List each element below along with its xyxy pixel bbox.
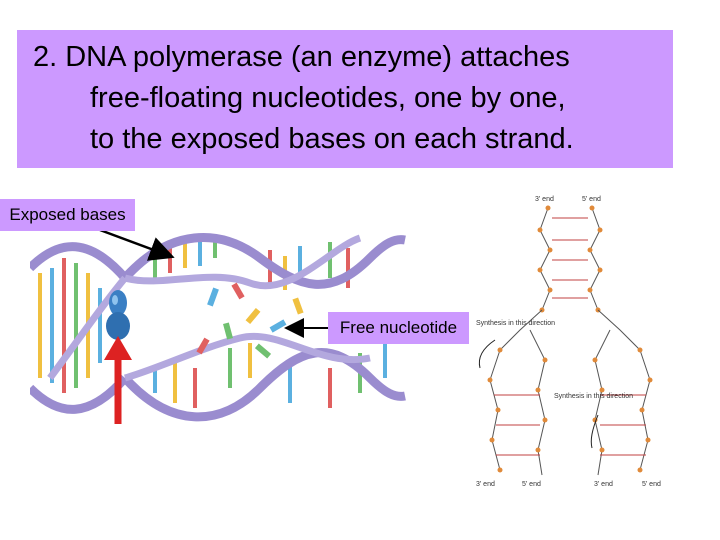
- upper-helix-backbone-b: [124, 234, 362, 290]
- diagram-label-synthesis-right: Synthesis in this direction: [554, 393, 633, 400]
- lower-helix-rungs: [153, 343, 387, 408]
- left-helix-backbone-a: [30, 242, 129, 281]
- exposed-bases-label: Exposed bases: [0, 199, 135, 231]
- diagram-label-bottom-end-1: 3' end: [476, 481, 495, 488]
- dna-replication-illustration: [30, 233, 406, 424]
- title-box: [17, 30, 673, 168]
- left-helix-rungs: [38, 258, 102, 393]
- diagram-label-synthesis-left: Synthesis in this direction: [476, 320, 555, 327]
- title-line-2: free-floating nucleotides, one by one,: [90, 82, 566, 114]
- diagram-label-bottom-end-4: 5' end: [642, 481, 661, 488]
- free-nucleotides: [196, 282, 304, 359]
- lower-helix-backbone-a: [121, 348, 406, 422]
- diagram-label-top-left-end: 3' end: [535, 196, 554, 203]
- enzyme-icon: [106, 290, 130, 340]
- red-arrow-icon: [104, 336, 132, 424]
- left-helix-backbone-c: [47, 275, 128, 381]
- diagram-label-top-right-end: 5' end: [582, 196, 601, 203]
- title-line-1: 2. DNA polymerase (an enzyme) attaches: [33, 41, 570, 73]
- diagram-label-bottom-end-3: 3' end: [594, 481, 613, 488]
- free-nucleotide-label: Free nucleotide: [328, 312, 469, 344]
- lower-helix-backbone-b: [124, 333, 371, 382]
- title-line-3: to the exposed bases on each strand.: [90, 123, 574, 155]
- replication-fork-diagram: 3' end 5' end Synthesis in this directio…: [476, 196, 661, 488]
- diagram-label-bottom-end-2: 5' end: [522, 481, 541, 488]
- slide-title: 2. DNA polymerase (an enzyme) attaches f…: [33, 37, 663, 160]
- left-helix-backbone-b: [30, 375, 129, 414]
